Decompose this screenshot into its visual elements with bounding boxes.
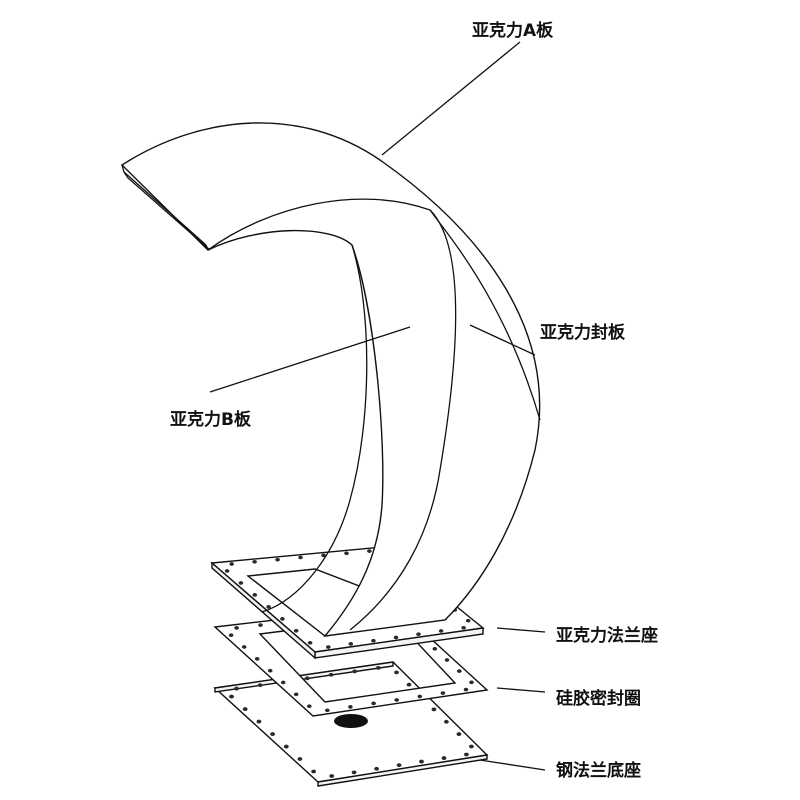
drain-hole — [334, 714, 368, 728]
bolt-hole — [371, 638, 376, 643]
bolt-hole — [257, 683, 263, 688]
bolt-hole — [456, 732, 462, 737]
bolt-hole — [394, 670, 399, 675]
label-acrylic-b-plate: 亚克力B板 — [170, 410, 251, 430]
bolt-hole — [326, 645, 331, 649]
bolt-hole — [234, 686, 239, 691]
bolt-hole — [431, 707, 437, 712]
bolt-hole — [228, 633, 234, 638]
bolt-hole — [297, 757, 303, 761]
bolt-hole — [252, 559, 257, 564]
bolt-hole — [374, 766, 379, 771]
bolt-hole — [298, 555, 303, 560]
bolt-hole — [441, 756, 447, 761]
label-acrylic-flange-base: 亚克力法兰座 — [556, 626, 658, 646]
bolt-hole — [469, 680, 474, 685]
bolt-hole — [321, 553, 326, 558]
bolt-hole — [307, 704, 312, 709]
bolt-hole — [417, 694, 423, 699]
acrylic-b-plate-edge — [261, 244, 368, 613]
bolt-hole — [461, 625, 466, 630]
steel-flange-base — [213, 661, 489, 787]
bolt-hole — [267, 668, 273, 673]
bolt-hole — [293, 628, 299, 633]
bolt-hole — [280, 680, 286, 685]
bolt-hole — [444, 719, 449, 724]
bolt-hole — [396, 763, 402, 768]
bolt-hole — [256, 719, 262, 724]
leader-steel-flange — [479, 759, 546, 771]
curved-acrylic-body — [120, 122, 541, 637]
bolt-hole — [252, 593, 258, 597]
bolt-hole — [229, 694, 234, 699]
bolt-hole — [393, 635, 399, 640]
bolt-hole — [258, 623, 263, 627]
leader-acrylic-seal — [469, 324, 536, 356]
bolt-hole — [371, 701, 376, 706]
bolt-hole — [238, 581, 244, 585]
leader-silicone-seal — [496, 687, 546, 693]
label-acrylic-a-plate: 亚克力A板 — [472, 21, 554, 41]
bolt-hole — [241, 645, 247, 649]
bolt-hole — [325, 708, 330, 713]
bolt-hole — [465, 618, 471, 623]
bolt-hole — [352, 669, 358, 674]
bolt-hole — [406, 682, 412, 687]
leader-acrylic-a — [381, 41, 521, 156]
bolt-hole — [234, 626, 239, 630]
bolt-hole — [266, 605, 271, 609]
bolt-hole — [394, 698, 400, 702]
bolt-hole — [457, 669, 462, 673]
leader-acrylic-b — [209, 326, 411, 393]
bolt-hole — [270, 732, 275, 737]
bolt-hole — [328, 672, 334, 677]
bolt-hole — [444, 658, 450, 662]
bolt-hole — [344, 551, 349, 556]
bolt-hole — [416, 632, 421, 637]
bolt-hole — [229, 562, 234, 566]
bolt-hole — [254, 657, 260, 661]
bolt-hole — [305, 676, 310, 681]
bolt-hole — [438, 629, 444, 633]
bolt-hole — [311, 769, 316, 774]
bolt-hole — [307, 640, 313, 645]
bolt-hole — [464, 752, 469, 757]
bolt-hole — [224, 569, 230, 573]
bolt-hole — [329, 774, 335, 778]
acrylic-seal-plate-edge — [207, 198, 457, 631]
bolt-hole — [419, 759, 424, 764]
bolt-hole — [280, 617, 285, 621]
leader-acrylic-flange — [496, 627, 546, 633]
leader-lines — [209, 41, 546, 771]
bolt-hole — [376, 665, 381, 670]
bolt-hole — [367, 549, 372, 553]
bolt-hole — [348, 642, 354, 646]
bolt-hole — [293, 692, 299, 697]
bolt-hole — [351, 770, 357, 775]
bolt-hole — [348, 705, 353, 709]
bolt-hole — [242, 707, 248, 712]
bolt-hole — [469, 744, 474, 749]
bolt-hole — [283, 744, 289, 749]
label-silicone-seal-ring: 硅胶密封圈 — [556, 689, 641, 709]
bolt-hole — [440, 691, 446, 695]
bolt-hole — [463, 687, 469, 692]
label-acrylic-seal-plate: 亚克力封板 — [540, 323, 625, 343]
bolt-hole — [275, 557, 280, 562]
label-steel-flange-base: 钢法兰底座 — [556, 761, 641, 781]
bolt-hole — [432, 646, 438, 651]
